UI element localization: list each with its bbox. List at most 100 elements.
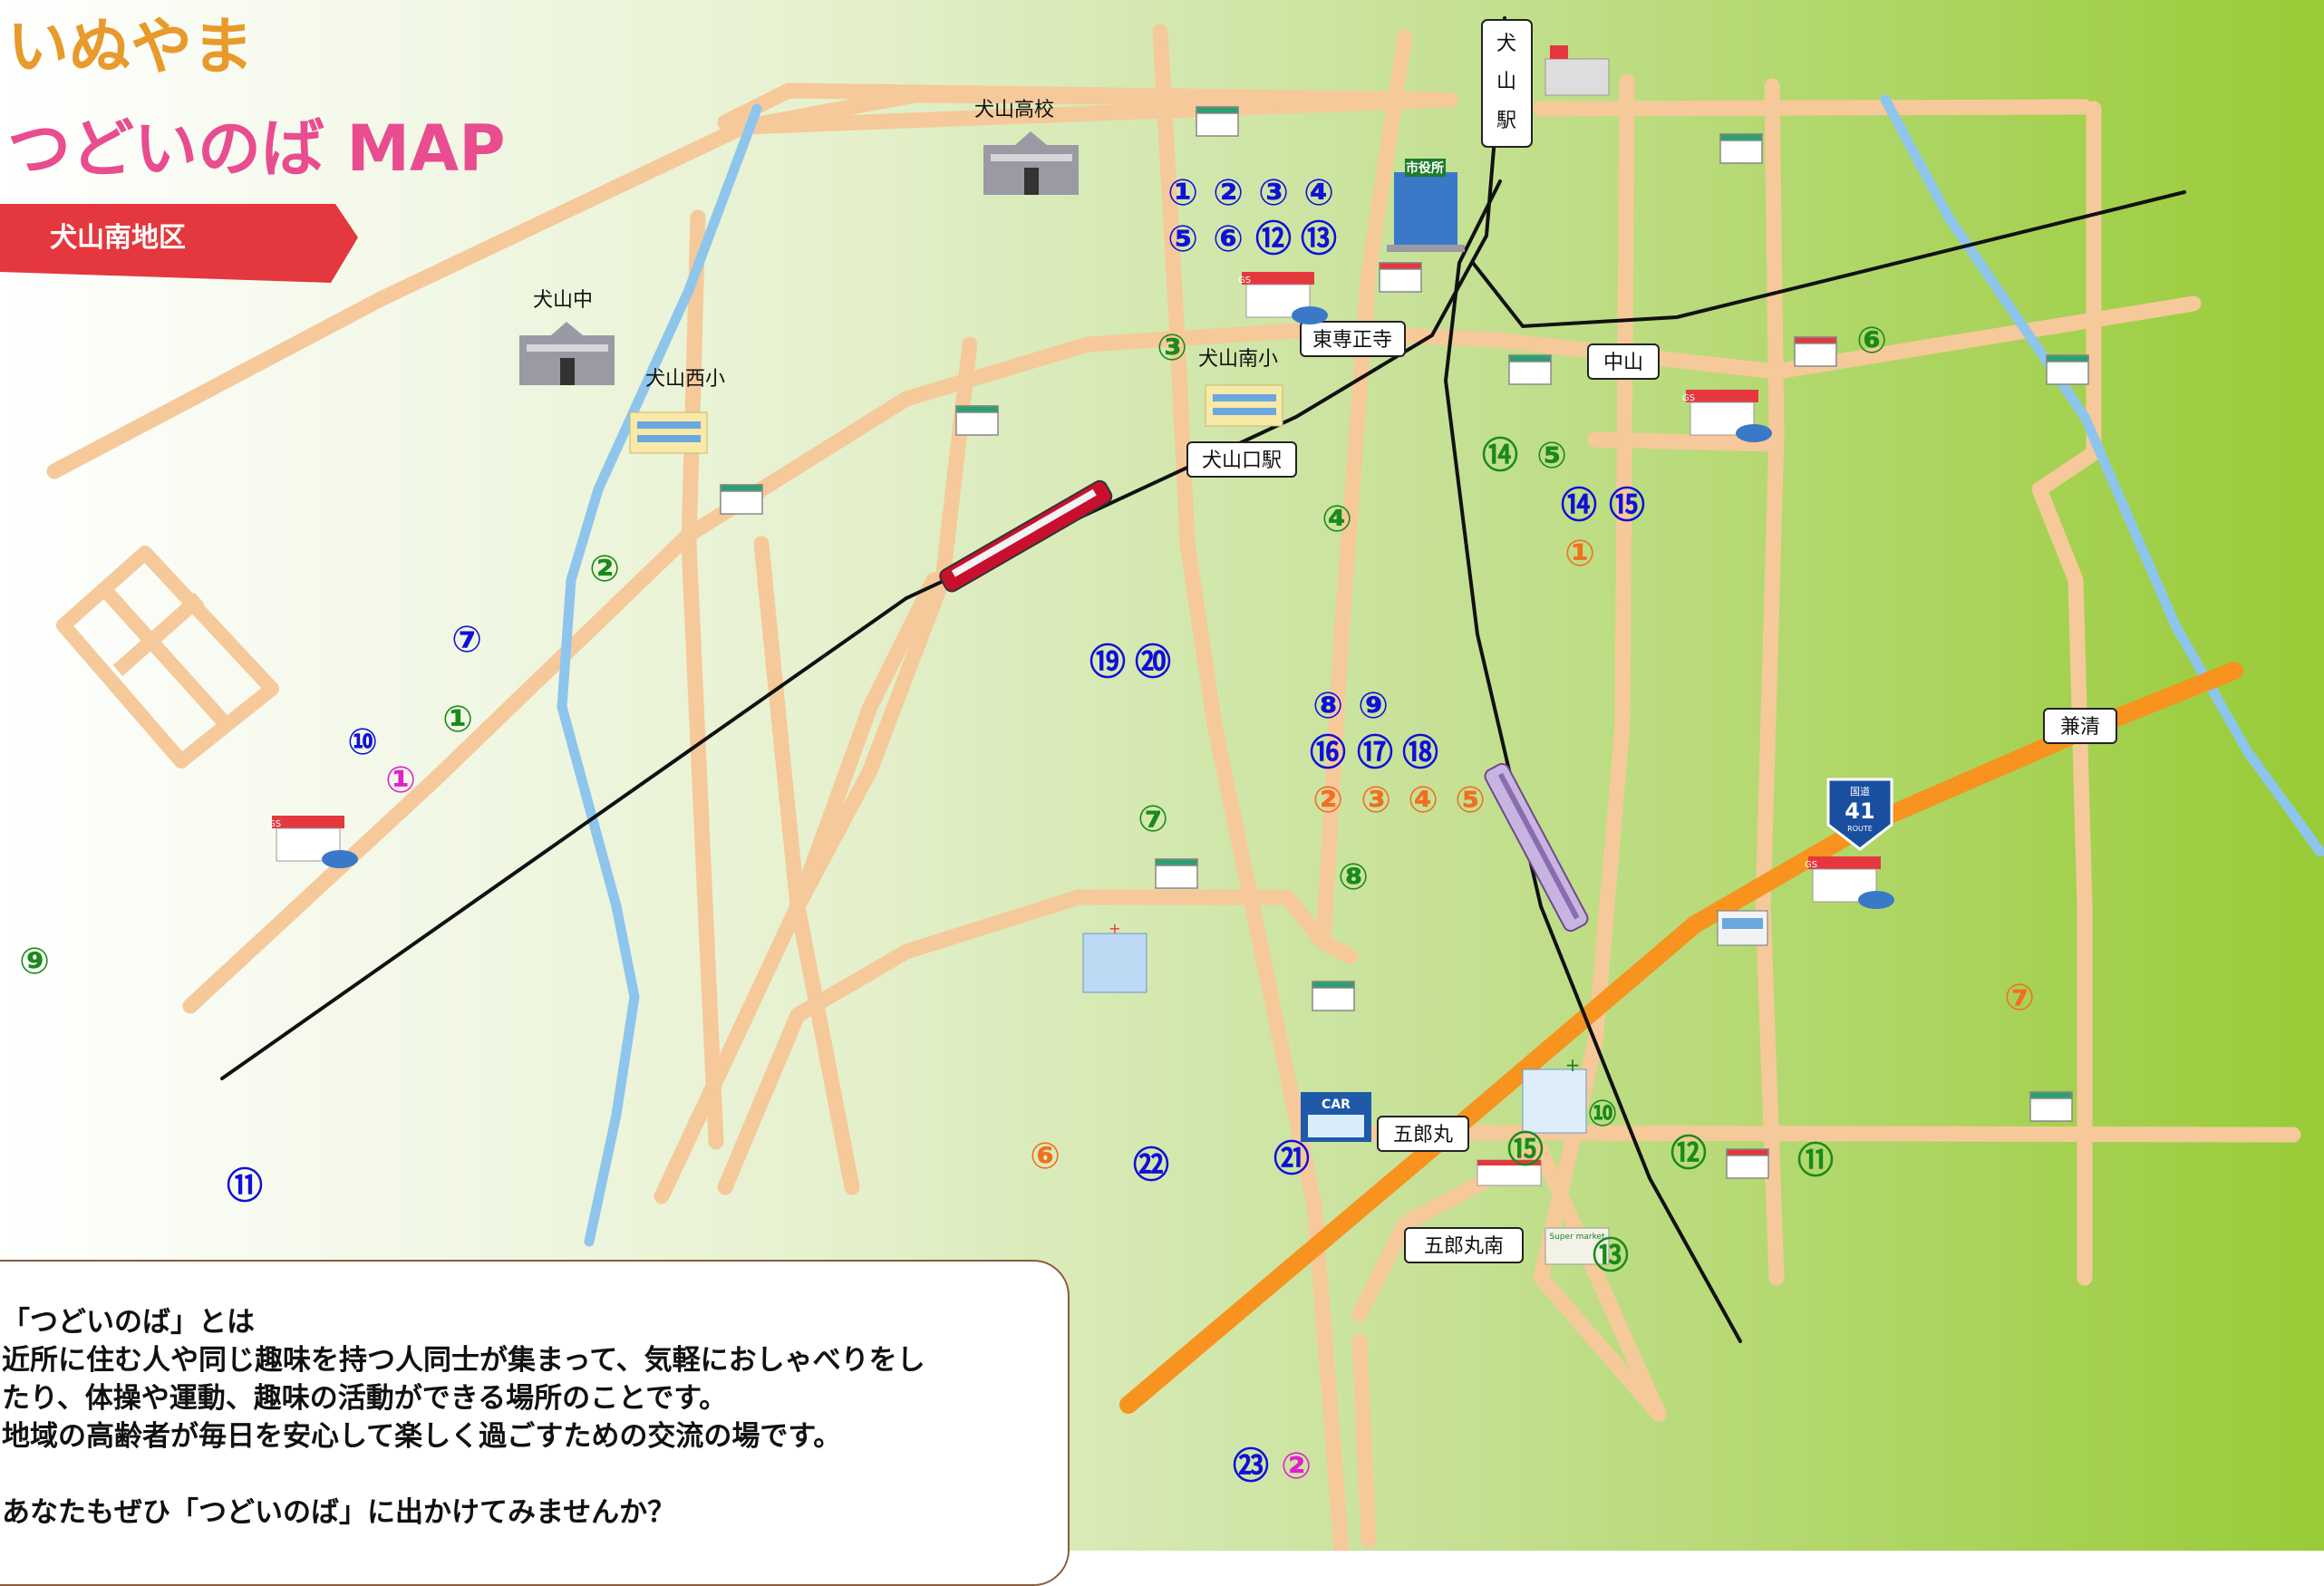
- red-train-icon: [939, 479, 1113, 593]
- marker-blue: ⑪: [227, 1165, 263, 1207]
- svg-text:五郎丸南: 五郎丸南: [1424, 1235, 1504, 1258]
- svg-text:五郎丸: 五郎丸: [1393, 1124, 1453, 1146]
- gas-station-icon: GS: [1238, 272, 1328, 324]
- svg-text:+: +: [1109, 920, 1120, 937]
- marker-green: ③: [1157, 327, 1187, 369]
- marker-blue: ⑫: [1255, 218, 1292, 260]
- car-shop-icon: CAR: [1301, 1092, 1371, 1142]
- marker-blue: ⑩: [347, 721, 378, 763]
- convenience-store-icon: [1726, 1148, 1769, 1179]
- marker-blue: ④: [1303, 172, 1334, 214]
- info-line-4: あなたもぜひ「つどいのば」に出かけてみませんか？: [2, 1496, 676, 1529]
- label-box-nakayama: 中山: [1587, 343, 1660, 380]
- svg-text:駅: 駅: [1496, 110, 1516, 132]
- marker-blue: ⑤: [1167, 218, 1198, 260]
- marker-blue: ⑥: [1213, 218, 1244, 260]
- label-box-gorohmaru: 五郎丸: [1377, 1116, 1469, 1152]
- svg-text:41: 41: [1845, 798, 1874, 824]
- title-line-1: いぬやま: [7, 12, 254, 83]
- label-box-higashi-senshoji: 東専正寺: [1300, 321, 1406, 357]
- info-heading: 「つどいのば」とは: [2, 1306, 255, 1339]
- info-box: 「つどいのば」とは 近所に住む人や同じ趣味を持つ人同士が集まって、気軽におしゃべ…: [0, 1260, 1070, 1586]
- marker-orange: ⑤: [1455, 779, 1486, 821]
- convenience-store-icon: [1794, 336, 1837, 367]
- river-west: [557, 103, 762, 1247]
- marker-green: ⑭: [1482, 435, 1518, 477]
- marker-blue: ㉓: [1233, 1446, 1269, 1487]
- marker-green: ⑥: [1856, 320, 1887, 362]
- marker-blue: ⑯: [1310, 732, 1346, 774]
- svg-text:Super market: Super market: [1549, 1233, 1605, 1242]
- convenience-store-icon: [1379, 262, 1422, 293]
- road: [717, 82, 1449, 131]
- convenience-store-icon: [2029, 1091, 2073, 1122]
- convenience-store-icon: [1508, 354, 1552, 385]
- railway-hirose: [1471, 190, 2186, 329]
- road: [1533, 1143, 1667, 1422]
- marker-blue: ③: [1258, 172, 1289, 214]
- marker-orange: ③: [1361, 779, 1391, 821]
- label-box-gorohmaru-minami: 五郎丸南: [1404, 1227, 1524, 1263]
- convenience-store-icon: [1477, 1159, 1542, 1186]
- marker-green: ⑮: [1507, 1129, 1544, 1171]
- road: [182, 295, 2202, 1014]
- marker-blue: ⑦: [451, 619, 482, 661]
- marker-orange: ①: [1564, 533, 1595, 575]
- marker-orange: ②: [1312, 779, 1343, 821]
- label-inuyama-high: 犬山高校: [974, 99, 1054, 121]
- marker-green: ①: [442, 699, 473, 740]
- svg-text:+: +: [1565, 1054, 1581, 1076]
- label-box-kanekiyo: 兼清: [2043, 708, 2117, 744]
- convenience-stores: [720, 106, 2089, 1179]
- marker-blue: ⑭: [1561, 485, 1597, 527]
- marker-green: ⑤: [1536, 435, 1567, 477]
- marker-green: ⑦: [1138, 798, 1168, 840]
- gas-station-icon: GS: [1682, 390, 1772, 442]
- convenience-store-icon: [720, 484, 763, 515]
- convenience-store-icon: [955, 405, 999, 436]
- marker-blue: ⑳: [1135, 642, 1171, 683]
- clinic-icon: +: [1522, 1054, 1587, 1134]
- road: [789, 572, 942, 914]
- marker-blue: ⑮: [1609, 485, 1645, 527]
- map-title: いぬやま つどいのば MAP 犬山南地区: [0, 12, 506, 283]
- marker-green: ⑧: [1338, 856, 1369, 898]
- bus-icon: [1717, 910, 1768, 946]
- route-41-sign: 国道 41 ROUTE: [1826, 778, 1893, 851]
- road: [1351, 1333, 1377, 1549]
- marker-green: ⑨: [19, 941, 50, 982]
- convenience-store-icon: [2046, 354, 2089, 385]
- svg-text:山: 山: [1496, 71, 1516, 93]
- marker-orange: ⑦: [2004, 977, 2035, 1019]
- info-line-3: 地域の高齢者が毎日を安心して楽しく過ごすための交流の場です。: [2, 1420, 842, 1453]
- convenience-store-icon: [1719, 133, 1763, 164]
- marker-green: ②: [589, 548, 620, 590]
- svg-text:中山: 中山: [1603, 352, 1643, 374]
- road: [46, 87, 924, 479]
- marker-blue: ⑲: [1089, 642, 1126, 683]
- svg-text:GS: GS: [268, 819, 281, 829]
- road: [1152, 24, 1350, 1551]
- info-line-2: たり、体操や運動、趣味の活動ができる場所のことです。: [2, 1382, 728, 1415]
- station-label-inuyama: 犬 山 駅: [1481, 19, 1533, 148]
- svg-text:国道: 国道: [1850, 785, 1870, 798]
- marker-magenta: ②: [1281, 1446, 1312, 1487]
- label-inuyama-jr-high: 犬山中: [533, 289, 593, 312]
- convenience-store-icon: [1312, 981, 1355, 1011]
- river-east: [1880, 94, 2324, 857]
- svg-text:GS: GS: [1805, 860, 1817, 870]
- info-line-1: 近所に住む人や同じ趣味を持つ人同士が集まって、気軽におしゃべりをし: [2, 1344, 925, 1377]
- railway-komaki: [1443, 179, 1742, 1343]
- factory-icon: [1544, 45, 1610, 96]
- marker-green: ⑪: [1797, 1140, 1834, 1182]
- road: [2031, 101, 2102, 1286]
- inuyama-station-text: 犬: [1496, 33, 1516, 55]
- district-label: 犬山南地区: [50, 222, 186, 254]
- title-line-2: つどいのば MAP: [7, 111, 506, 186]
- marker-blue: ①: [1167, 172, 1198, 214]
- road: [1755, 78, 1785, 1286]
- marker-green: ⑩: [1587, 1093, 1618, 1135]
- label-inuyama-nishi-elem: 犬山西小: [645, 368, 725, 391]
- marker-blue: ㉒: [1133, 1145, 1169, 1186]
